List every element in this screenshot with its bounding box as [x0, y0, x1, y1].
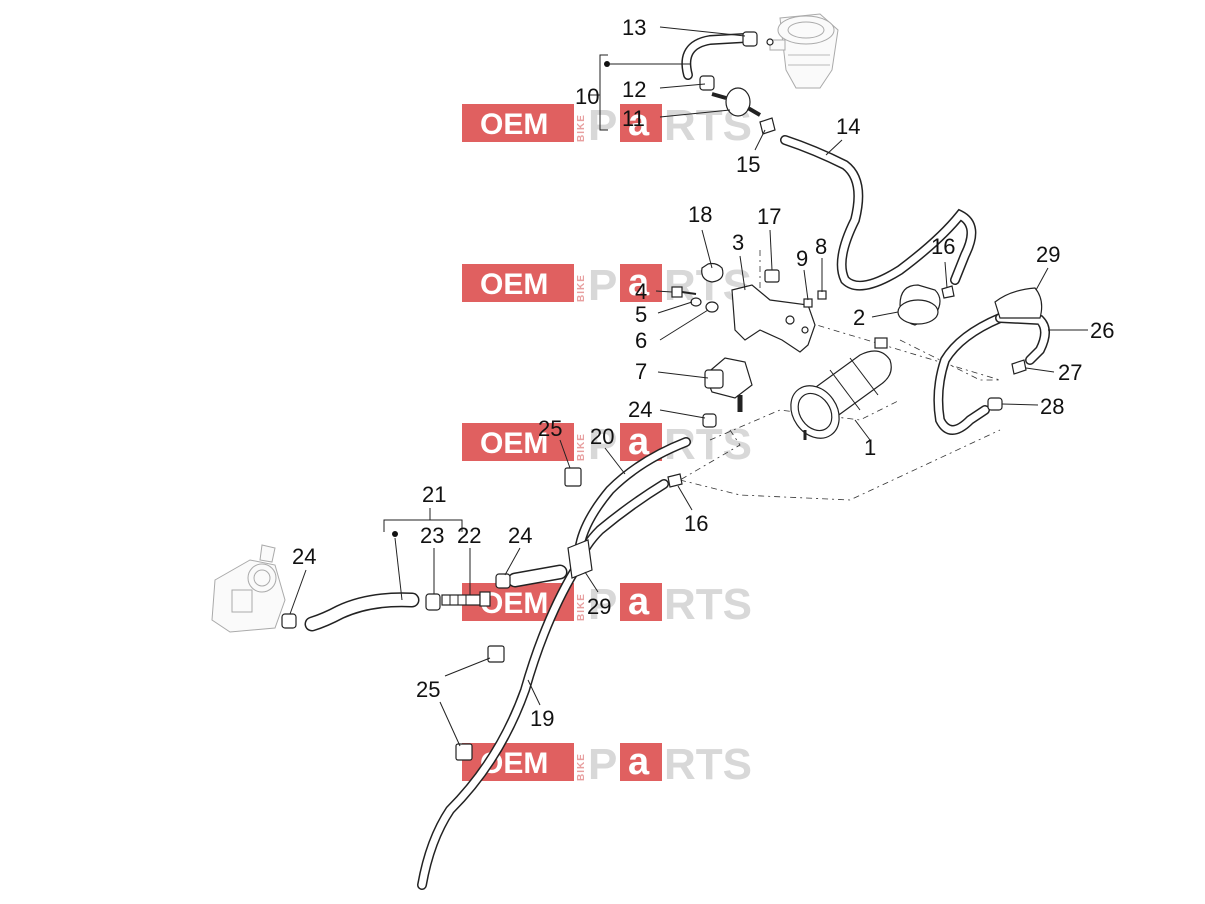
valve-11	[711, 87, 762, 117]
callout-10: 10	[575, 84, 599, 109]
clip-25-mid	[487, 645, 505, 663]
clamp-23	[425, 593, 441, 611]
watermark-row-3: OEM BIKE P a RTS	[462, 420, 752, 469]
callout-9: 9	[796, 246, 808, 271]
callout-23: 23	[420, 523, 444, 548]
callout-15: 15	[736, 152, 760, 177]
callout-2: 2	[853, 305, 865, 330]
svg-text:P: P	[588, 420, 617, 469]
callout-1: 1	[864, 435, 876, 460]
carbon-canister-1	[790, 337, 892, 440]
group-bracket-21	[383, 508, 463, 537]
callout-26: 26	[1090, 318, 1114, 343]
hose-19	[417, 565, 580, 890]
fitting-24-mid	[702, 413, 717, 428]
callout-11: 11	[622, 106, 645, 131]
svg-text:P: P	[588, 740, 617, 789]
watermark-a: a	[628, 102, 650, 144]
svg-text:OEM: OEM	[480, 268, 548, 301]
svg-text:BIKE: BIKE	[576, 593, 587, 621]
callout-25-top: 25	[538, 416, 562, 441]
callout-7: 7	[635, 359, 647, 384]
svg-text:BIKE: BIKE	[576, 433, 587, 461]
hose-21	[304, 592, 420, 632]
washer-6	[705, 301, 719, 313]
clamp-2	[897, 284, 941, 326]
callout-28: 28	[1040, 394, 1064, 419]
callout-14: 14	[836, 114, 860, 139]
solenoid-valve-7	[704, 357, 753, 412]
svg-text:a: a	[628, 741, 650, 783]
connector-22	[441, 591, 491, 607]
leader-lines	[289, 26, 1088, 747]
svg-text:RTS: RTS	[664, 740, 752, 789]
callout-24-mid: 24	[628, 397, 652, 422]
callout-29-center: 29	[587, 594, 611, 619]
watermark-row-1: OEM BIKE P a RTS	[462, 101, 752, 150]
throttle-body	[211, 544, 286, 633]
clip-16-mid	[667, 473, 683, 488]
callout-5: 5	[635, 302, 647, 327]
sleeve-29-right	[994, 287, 1043, 319]
washer-5	[690, 297, 702, 307]
callout-16-mid: 16	[684, 511, 708, 536]
callout-6: 6	[635, 328, 647, 353]
callout-22: 22	[457, 523, 481, 548]
clip-25-bottom	[455, 743, 473, 761]
watermark-p: P	[588, 101, 617, 150]
hose-connector-24	[495, 564, 568, 589]
svg-text:OEM: OEM	[480, 427, 548, 460]
callout-8: 8	[815, 234, 827, 259]
callout-24-right: 24	[508, 523, 532, 548]
svg-text:BIKE: BIKE	[576, 274, 587, 302]
clip-15	[759, 117, 776, 135]
filler-neck	[769, 13, 839, 89]
watermark-oem: OEM	[480, 108, 548, 141]
callout-19: 19	[530, 706, 554, 731]
clip-25-top	[564, 467, 582, 487]
svg-text:RTS: RTS	[664, 580, 752, 629]
callout-12: 12	[622, 77, 646, 102]
nut-9	[803, 298, 813, 308]
svg-text:a: a	[628, 581, 650, 623]
clip-17	[764, 269, 780, 283]
callout-25-bottom: 25	[416, 677, 440, 702]
callout-29-right: 29	[1036, 242, 1060, 267]
svg-text:BIKE: BIKE	[576, 753, 587, 781]
hose-14	[780, 135, 977, 291]
callout-16-top: 16	[931, 234, 955, 259]
bracket-3	[731, 284, 816, 353]
fitting-28	[987, 397, 1003, 411]
clamp-18	[701, 262, 724, 283]
hose-26	[933, 313, 1050, 435]
callout-24-left: 24	[292, 544, 316, 569]
fitting-24-left	[281, 613, 297, 629]
svg-text:a: a	[628, 262, 650, 304]
sleeve-29-center	[567, 539, 593, 579]
callout-20: 20	[590, 424, 614, 449]
svg-text:P: P	[588, 261, 617, 310]
callout-13: 13	[622, 15, 646, 40]
watermark-row-5: OEM BIKE P a RTS	[462, 740, 752, 789]
clip-27	[1011, 359, 1027, 375]
callout-17: 17	[757, 204, 781, 229]
svg-text:a: a	[628, 421, 650, 463]
callout-3: 3	[732, 230, 744, 255]
nut-8	[817, 290, 827, 300]
clip-16-top	[941, 285, 955, 299]
callout-4: 4	[635, 279, 647, 304]
callout-18: 18	[688, 202, 712, 227]
top-hose-13	[681, 31, 774, 91]
svg-text:P: P	[588, 580, 617, 629]
group-bracket-10	[588, 54, 690, 131]
svg-text:OEM: OEM	[480, 587, 548, 620]
callout-21: 21	[422, 482, 446, 507]
callouts: 13 10 12 11 14 15 18 17 3 9 8 16 29 4 5 …	[292, 15, 1114, 731]
callout-27: 27	[1058, 360, 1082, 385]
watermark-bike: BIKE	[576, 114, 587, 142]
